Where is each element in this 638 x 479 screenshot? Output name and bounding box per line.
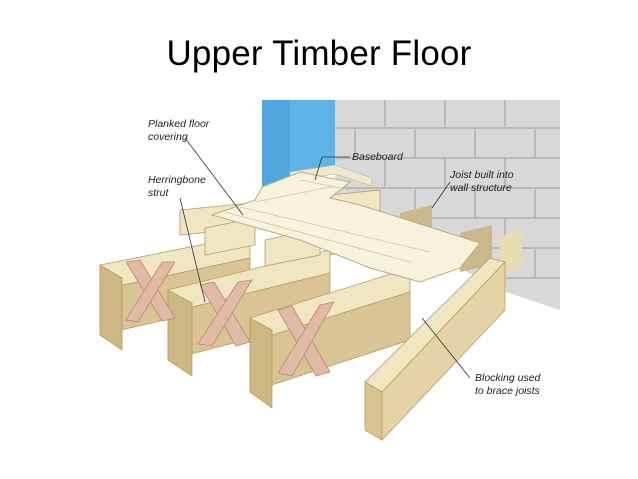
planked-floor <box>210 171 481 283</box>
label-herringbone-2: strut <box>148 187 170 199</box>
label-baseboard: Baseboard <box>352 151 404 163</box>
label-herringbone-1: Herringbone <box>148 174 206 186</box>
slide-title: Upper Timber Floor <box>166 34 472 73</box>
front-beam <box>364 257 506 442</box>
label-planked-floor-2: covering <box>148 131 188 143</box>
label-blocking-1: Blocking used <box>475 372 542 384</box>
herringbone-struts <box>125 259 335 377</box>
label-planked-floor-1: Planked floor <box>148 118 210 130</box>
label-joist-2: wall structure <box>450 182 512 194</box>
blue-wall <box>262 100 335 188</box>
label-joist-1: Joist built into <box>449 169 514 181</box>
leader-lines <box>179 137 471 379</box>
label-blocking-2: to brace joists <box>475 385 541 397</box>
